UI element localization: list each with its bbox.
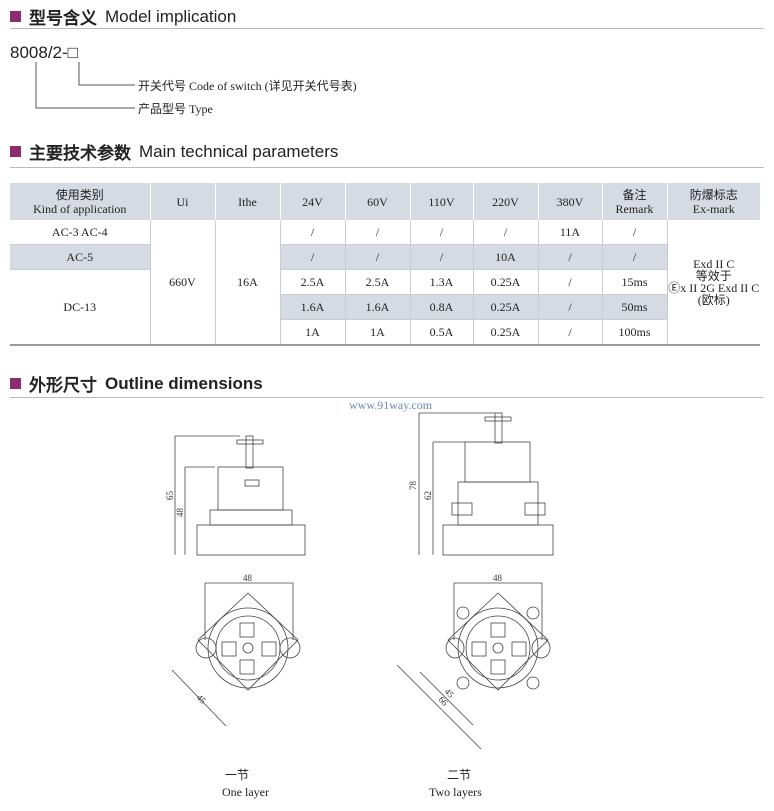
cell-kind: AC-3 AC-4 <box>10 220 150 245</box>
divider <box>10 28 764 29</box>
cell-kind: DC-13 <box>10 269 150 346</box>
two-layers-label-cn: 二节 <box>447 768 471 782</box>
divider <box>10 167 764 168</box>
cell: 2.5A <box>344 269 410 295</box>
cell: / <box>537 319 602 346</box>
divider <box>10 397 764 398</box>
cell: / <box>279 220 345 245</box>
cell: / <box>344 244 410 270</box>
two-layers-label-en: Two layers <box>429 785 482 799</box>
svg-text:45: 45 <box>195 692 209 706</box>
cell: 2.5A <box>279 269 345 295</box>
two-layers-side-view: 78 62 <box>408 412 554 556</box>
cell: 1A <box>344 319 410 346</box>
type-label: 产品型号 Type <box>138 102 213 116</box>
cell: 1.6A <box>344 294 410 320</box>
cell: 50ms <box>601 294 667 320</box>
cell: / <box>409 244 473 270</box>
cell: 1.3A <box>409 269 473 295</box>
cell: 11A <box>537 220 602 245</box>
cell-ui: 660V <box>149 220 215 346</box>
cell: 0.25A <box>472 319 538 346</box>
cell: / <box>409 220 473 245</box>
model-leader-lines <box>35 62 135 109</box>
cell: 1A <box>279 319 345 346</box>
svg-text:78: 78 <box>408 481 418 491</box>
switch-code-label: 开关代号 Code of switch (详见开关代号表) <box>138 79 357 93</box>
header-110v: 110V <box>409 183 473 220</box>
header-60v: 60V <box>344 183 410 220</box>
two-layers-front-view: 48 45 66 <box>396 573 551 750</box>
bullet-square-icon <box>10 11 21 22</box>
cell: 1.6A <box>279 294 345 320</box>
cell: 0.5A <box>409 319 473 346</box>
cell: / <box>344 220 410 245</box>
watermark: www.91way.com <box>349 398 433 412</box>
svg-text:62: 62 <box>423 491 433 500</box>
svg-text:65: 65 <box>165 491 175 501</box>
header-ithe: Ithe <box>214 183 280 220</box>
cell: 0.8A <box>409 294 473 320</box>
cell: / <box>537 294 602 320</box>
cell: / <box>601 220 667 245</box>
svg-text:48: 48 <box>493 573 503 583</box>
cell: 15ms <box>601 269 667 295</box>
one-layer-label-en: One layer <box>222 785 269 799</box>
header-380v: 380V <box>537 183 602 220</box>
one-layer-front-view: 48 45 <box>171 573 301 727</box>
header-220v: 220V <box>472 183 538 220</box>
table-row: AC-5 ///10A// <box>10 244 760 270</box>
cell: 0.25A <box>472 269 538 295</box>
bullet-square-icon <box>10 146 21 157</box>
cell: / <box>601 244 667 270</box>
header-24v: 24V <box>279 183 345 220</box>
cell-ithe: 16A <box>214 220 280 346</box>
one-layer-side-view: 65 48 <box>165 435 306 556</box>
svg-text:48: 48 <box>175 508 185 518</box>
bullet-square-icon <box>10 378 21 389</box>
cell: / <box>537 269 602 295</box>
header-ui: Ui <box>149 183 215 220</box>
cell: 10A <box>472 244 538 270</box>
cell: 100ms <box>601 319 667 346</box>
cell: / <box>472 220 538 245</box>
cell-kind: AC-5 <box>10 244 150 270</box>
one-layer-label-cn: 一节 <box>225 768 249 782</box>
cell: / <box>537 244 602 270</box>
cell: / <box>279 244 345 270</box>
model-code: 8008/2-□ <box>10 43 78 62</box>
cell: 0.25A <box>472 294 538 320</box>
svg-text:48: 48 <box>243 573 253 583</box>
